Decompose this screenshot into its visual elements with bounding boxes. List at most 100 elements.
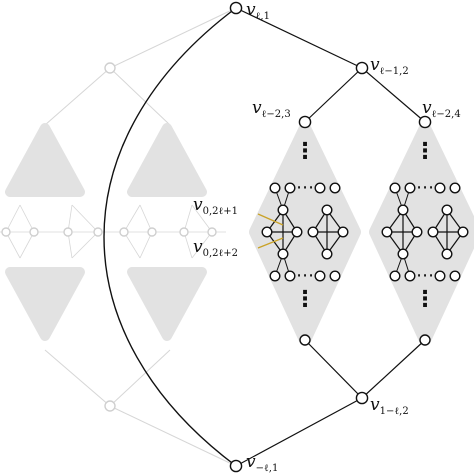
vertex <box>449 182 461 194</box>
vertex <box>298 115 312 129</box>
connector-arc <box>103 7 237 467</box>
vertex <box>381 226 393 238</box>
vertex <box>321 248 333 260</box>
ghost-edge <box>19 204 35 233</box>
vertex <box>329 182 341 194</box>
vertex <box>337 226 349 238</box>
leader-line <box>257 213 284 226</box>
vertex <box>397 204 409 216</box>
vertex <box>441 248 453 260</box>
ghost-edge <box>109 405 237 467</box>
vertex <box>411 226 423 238</box>
vertex <box>299 334 311 346</box>
ghost-edge <box>139 204 153 233</box>
ghost-edge <box>191 231 213 259</box>
ghost-vertex <box>104 400 116 412</box>
ghost-vertex <box>104 62 116 74</box>
edge <box>235 397 363 467</box>
edge <box>235 7 363 69</box>
ghost-edge <box>191 204 213 233</box>
ghost-triangle <box>5 267 85 341</box>
vertex <box>314 270 326 282</box>
ghost-edge <box>71 231 99 259</box>
vertex <box>355 391 369 405</box>
edge <box>304 67 363 123</box>
ghost-triangle <box>5 123 85 197</box>
ghost-vertex <box>63 227 73 237</box>
vertex <box>291 226 303 238</box>
ellipsis-horizontal: ⋯ <box>416 177 434 198</box>
label-v-l-1: vℓ,1 <box>246 0 270 22</box>
ghost-edge <box>44 67 111 126</box>
ghost-vertex <box>93 227 103 237</box>
vertex <box>441 204 453 216</box>
vertex <box>284 270 296 282</box>
vertex <box>457 226 469 238</box>
ghost-edge <box>139 231 153 259</box>
ghost-edge <box>123 231 141 259</box>
vertex <box>389 270 401 282</box>
ghost-left-half <box>0 7 237 467</box>
ghost-edge <box>71 204 99 233</box>
vertex <box>261 226 273 238</box>
label-leader-lines <box>257 213 284 249</box>
vertex-labels: vℓ,1 vℓ−1,2 vℓ−2,3 vℓ−2,4 v0,2ℓ+1 v0,2ℓ+… <box>193 0 461 474</box>
vertex <box>355 61 369 75</box>
ellipsis-vertical: ⋮ <box>414 287 436 312</box>
edge <box>361 67 426 123</box>
vertex <box>397 248 409 260</box>
ghost-edge <box>109 7 237 69</box>
ghost-vertex <box>147 227 157 237</box>
vertex <box>449 270 461 282</box>
vertex <box>404 270 416 282</box>
vertex <box>314 182 326 194</box>
vertex <box>329 270 341 282</box>
vertex <box>307 226 319 238</box>
ghost-edge <box>19 231 35 259</box>
vertex <box>269 182 281 194</box>
ghost-vertex <box>1 227 11 237</box>
shaded-diamonds <box>249 122 474 346</box>
vertex <box>277 204 289 216</box>
vertex <box>229 459 243 473</box>
label-v-l-minus-2-4: vℓ−2,4 <box>422 98 461 120</box>
ghost-edge <box>109 349 171 407</box>
edge <box>304 339 363 399</box>
ghost-edge <box>5 231 21 259</box>
edge <box>361 339 426 399</box>
ghost-triangle <box>127 123 207 197</box>
vertex <box>418 115 432 129</box>
ellipsis-horizontal: ⋯ <box>416 265 434 286</box>
vertex <box>229 1 243 15</box>
ghost-edge <box>109 67 171 126</box>
ellipsis-marks: ⋯⋯⋮⋮⋯⋯⋮⋮ <box>294 139 436 312</box>
label-v-0-2l-plus-2: v0,2ℓ+2 <box>193 237 238 259</box>
vertex <box>277 248 289 260</box>
ellipsis-vertical: ⋮ <box>294 287 316 312</box>
vertex <box>284 182 296 194</box>
ghost-vertex <box>119 227 129 237</box>
ghost-vertex <box>207 227 217 237</box>
label-v-l-minus-2-3: vℓ−2,3 <box>252 98 291 120</box>
ellipsis-horizontal: ⋯ <box>296 265 314 286</box>
ghost-edge <box>5 204 21 233</box>
ghost-edge <box>123 204 141 233</box>
vertex <box>269 270 281 282</box>
vertex <box>434 270 446 282</box>
ellipsis-vertical: ⋮ <box>414 139 436 164</box>
ellipsis-horizontal: ⋯ <box>296 177 314 198</box>
ghost-edge <box>44 349 111 407</box>
label-v-1-minus-l-2: v1−ℓ,2 <box>370 395 409 417</box>
ellipsis-vertical: ⋮ <box>294 139 316 164</box>
ghost-vertex <box>179 227 189 237</box>
label-v-l-minus-1-2: vℓ−1,2 <box>370 55 409 77</box>
ghost-triangle <box>127 267 207 341</box>
vertex <box>419 334 431 346</box>
graph-vertices <box>229 1 469 473</box>
vertex <box>321 204 333 216</box>
vertex <box>427 226 439 238</box>
vertex <box>434 182 446 194</box>
vertex <box>389 182 401 194</box>
label-v-0-2l-plus-1: v0,2ℓ+1 <box>193 195 238 217</box>
